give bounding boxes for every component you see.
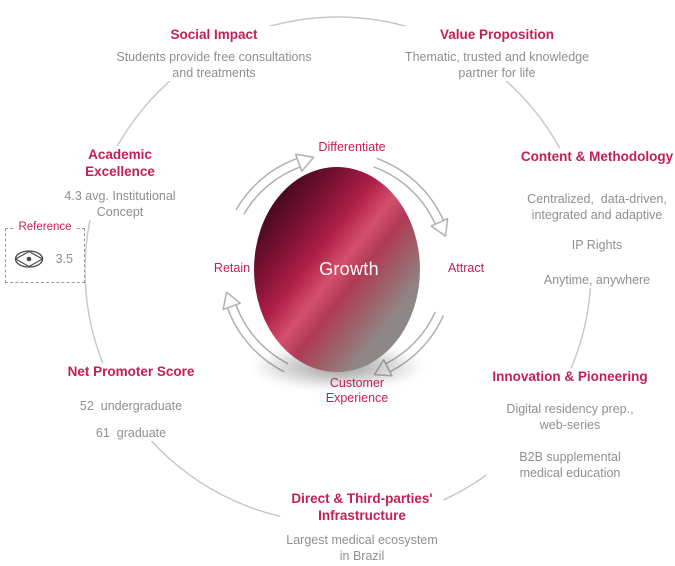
infrastructure-body: Largest medical ecosystem in Brazil (286, 532, 437, 564)
net-promoter-score-body: 52 undergraduate 61 graduate (68, 398, 195, 441)
value-proposition-title: Value Proposition (439, 27, 555, 42)
value-proposition-body: Thematic, trusted and knowledge partner … (405, 49, 589, 81)
academic-excellence-title-line: Excellence (85, 164, 155, 179)
reference-label: Reference (14, 221, 76, 233)
net-promoter-score-title: Net Promoter Score (67, 364, 195, 379)
node-net-promoter-score: Net Promoter Score 52 undergraduate 61 g… (61, 363, 201, 441)
content-methodology-line: IP Rights (571, 238, 623, 252)
node-social-impact: Social Impact Students provide free cons… (110, 26, 318, 81)
innovation-pioneering-line: B2B supplemental (519, 450, 621, 464)
content-methodology-line: Centralized, data-driven, (527, 192, 667, 206)
content-methodology-group2: IP Rights (521, 237, 673, 253)
node-infrastructure: Direct & Third-parties' Infrastructure L… (280, 490, 444, 564)
content-methodology-group3: Anytime, anywhere (521, 272, 673, 288)
infrastructure-title-line: Direct & Third-parties' (291, 491, 433, 506)
innovation-pioneering-group2: B2B supplemental medical education (492, 449, 647, 481)
academic-excellence-title: Academic Excellence (64, 146, 175, 180)
cycle-label-customer-line1: Customer (329, 376, 385, 390)
node-academic-excellence: Academic Excellence 4.3 avg. Institution… (58, 146, 182, 220)
academic-excellence-line: 4.3 avg. Institutional (64, 189, 176, 203)
cycle-label-customer-experience: Customer Experience (326, 376, 389, 406)
reference-box: Reference 3.5 (5, 221, 85, 283)
arrow-differentiate-to-attract-icon (373, 157, 449, 237)
net-promoter-score-line: 61 graduate (95, 426, 167, 440)
cycle-label-attract: Attract (447, 261, 485, 275)
academic-excellence-line: Concept (96, 205, 144, 219)
innovation-pioneering-line: medical education (519, 466, 621, 480)
node-value-proposition: Value Proposition Thematic, trusted and … (398, 26, 596, 81)
academic-excellence-title-line: Academic (88, 147, 152, 162)
eye-icon (14, 249, 44, 268)
reference-value: 3.5 (55, 251, 73, 266)
growth-sphere: Growth (254, 167, 420, 372)
infrastructure-line: Largest medical ecosystem (286, 533, 438, 547)
infrastructure-line: in Brazil (339, 549, 385, 563)
cycle-label-differentiate: Differentiate (318, 140, 386, 154)
cycle-label-retain: Retain (213, 261, 251, 275)
growth-label: Growth (319, 259, 379, 279)
content-methodology-title: Content & Methodology (520, 149, 674, 164)
content-methodology-group1: Centralized, data-driven, integrated and… (521, 191, 673, 223)
value-proposition-line: Thematic, trusted and knowledge (404, 50, 590, 64)
social-impact-line: Students provide free consultations (116, 50, 312, 64)
net-promoter-score-line: 52 undergraduate (79, 399, 183, 413)
innovation-pioneering-group1: Digital residency prep., web-series (492, 401, 647, 433)
infrastructure-title: Direct & Third-parties' Infrastructure (286, 490, 437, 524)
content-methodology-line: Anytime, anywhere (543, 273, 651, 287)
social-impact-line: and treatments (172, 66, 256, 80)
infrastructure-title-line: Infrastructure (318, 508, 406, 523)
arrow-retain-to-differentiate-icon (235, 153, 315, 215)
academic-excellence-body: 4.3 avg. Institutional Concept (64, 188, 175, 220)
value-proposition-line: partner for life (458, 66, 536, 80)
social-impact-body: Students provide free consultations and … (116, 49, 311, 81)
innovation-pioneering-line: Digital residency prep., (506, 402, 634, 416)
cycle-label-customer-line2: Experience (325, 391, 389, 405)
node-content-methodology: Content & Methodology Centralized, data-… (514, 148, 675, 288)
node-innovation-pioneering: Innovation & Pioneering Digital residenc… (486, 368, 654, 481)
social-impact-title: Social Impact (170, 27, 258, 42)
innovation-pioneering-line: web-series (539, 418, 601, 432)
innovation-pioneering-title: Innovation & Pioneering (492, 369, 648, 384)
content-methodology-line: integrated and adaptive (531, 208, 663, 222)
